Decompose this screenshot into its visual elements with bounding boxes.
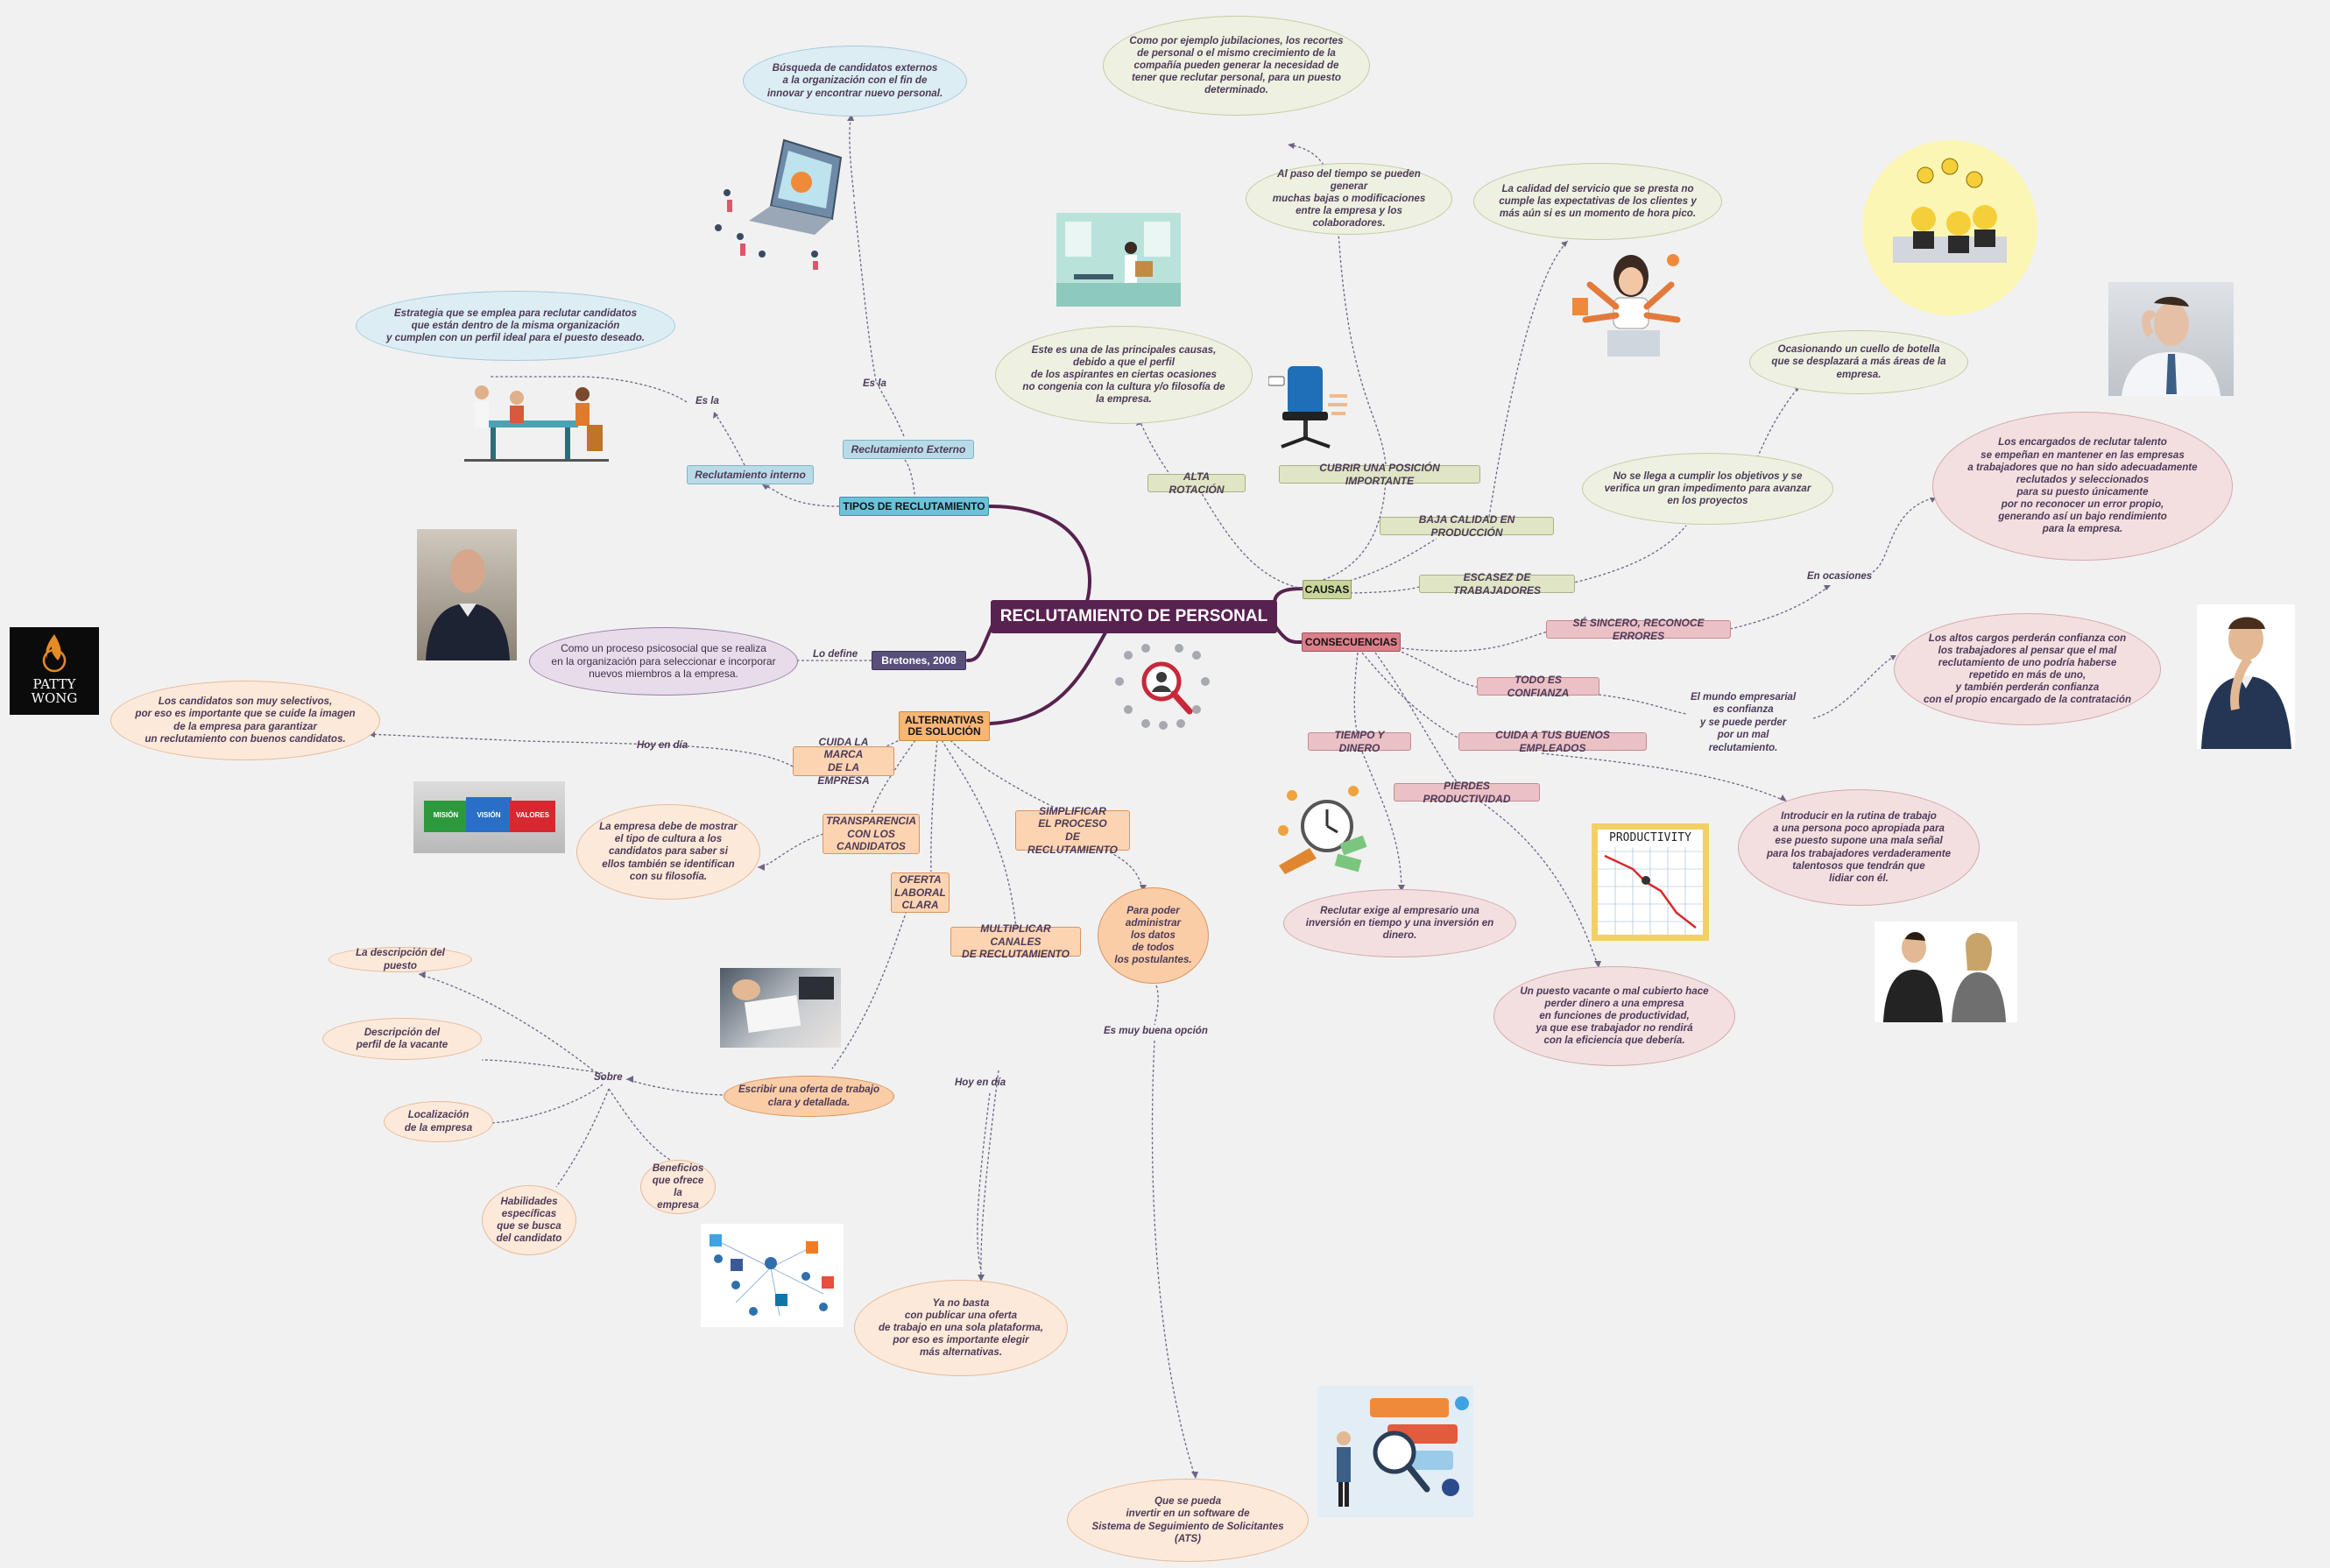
note-sincero: Los encargados de reclutar talento se em… bbox=[1932, 412, 2233, 561]
note-cuida-marca: Los candidatos son muy selectivos, por e… bbox=[110, 681, 380, 760]
category-bretones[interactable]: Bretones, 2008 bbox=[872, 651, 966, 670]
label-hoy-en-dia-2: Hoy en día bbox=[955, 1077, 1006, 1088]
note-tiempo: Reclutar exige al empresario una inversi… bbox=[1283, 889, 1516, 957]
note-sobre-2: Descripción del perfil de la vacante bbox=[322, 1018, 482, 1060]
central-topic[interactable]: RECLUTAMIENTO DE PERSONAL bbox=[991, 600, 1277, 633]
topic-escasez[interactable]: ESCASEZ DE TRABAJADORES bbox=[1419, 571, 1575, 597]
note-pierdes: Un puesto vacante o mal cubierto hace pe… bbox=[1493, 966, 1735, 1066]
productivity-chart-image: PRODUCTIVITY bbox=[1592, 823, 1709, 941]
note-confianza: Los altos cargos perderán confianza con … bbox=[1894, 613, 2161, 725]
note-escasez: No se llega a cumplir los objetivos y se… bbox=[1582, 453, 1833, 525]
brand-logo: PATTY WONG bbox=[10, 627, 99, 715]
office-team-image bbox=[1056, 213, 1181, 307]
branch-consecuencias bbox=[1274, 625, 1307, 645]
label-confianza-mid: El mundo empresarial es confianza y se p… bbox=[1691, 692, 1797, 753]
note-interno: Estrategia que se emplea para reclutar c… bbox=[356, 291, 675, 361]
thinking-man-photo bbox=[2197, 604, 2295, 749]
label-sobre: Sobre bbox=[594, 1072, 623, 1083]
puzzle-label-mision: MISIÓN bbox=[433, 811, 459, 819]
category-alternativas[interactable]: ALTERNATIVAS DE SOLUCIÓN bbox=[899, 711, 990, 741]
note-alta-rotacion: Este es una de las principales causas, d… bbox=[995, 326, 1253, 424]
multitasking-illustration bbox=[1568, 250, 1695, 362]
label-hoy-en-dia-1: Hoy en día bbox=[637, 740, 688, 751]
portrait-photo bbox=[417, 529, 517, 660]
note-externo: Búsqueda de candidatos externos a la org… bbox=[743, 46, 967, 117]
topic-se-sincero[interactable]: SÉ SINCERO, RECONOCE ERRORES bbox=[1546, 617, 1731, 642]
label-buena-opcion: Es muy buena opción bbox=[1104, 1026, 1208, 1036]
productivity-chart-title: PRODUCTIVITY bbox=[1609, 831, 1691, 844]
puzzle-label-valores: VALORES bbox=[515, 811, 550, 819]
category-causas[interactable]: CAUSAS bbox=[1303, 580, 1352, 599]
topic-todo-confianza[interactable]: TODO ES CONFIANZA bbox=[1477, 674, 1599, 699]
note-sobre-4: Habilidades específicas que se busca del… bbox=[482, 1185, 576, 1255]
social-network-illustration bbox=[701, 1224, 844, 1327]
note-definicion: Como un proceso psicosocial que se reali… bbox=[529, 627, 798, 696]
category-consecuencias[interactable]: CONSECUENCIAS bbox=[1302, 632, 1401, 652]
note-cuida: Introducir en la rutina de trabajo a una… bbox=[1738, 789, 1980, 906]
label-lo-define: Lo define bbox=[813, 649, 858, 660]
topic-reclutamiento-externo[interactable]: Reclutamiento Externo bbox=[843, 440, 974, 459]
topic-cuida-marca[interactable]: CUIDA LA MARCA DE LA EMPRESA bbox=[793, 736, 894, 787]
topic-alta-rotacion[interactable]: ALTA ROTACIÓN bbox=[1147, 470, 1246, 496]
note-cubrir-1: Al paso del tiempo se pueden generar muc… bbox=[1246, 163, 1452, 235]
note-cubrir-2: Como por ejemplo jubilaciones, los recor… bbox=[1103, 16, 1370, 116]
topic-pierdes-productividad[interactable]: PIERDES PRODUCTIVIDAD bbox=[1394, 780, 1540, 805]
people-search-icon bbox=[1111, 638, 1214, 736]
note-simplificar: Para poder administrar los datos de todo… bbox=[1098, 887, 1209, 984]
topic-transparencia[interactable]: TRANSPARENCIA CON LOS CANDIDATOS bbox=[823, 814, 920, 854]
topic-multiplicar-canales[interactable]: MULTIPLICAR CANALES DE RECLUTAMIENTO bbox=[950, 922, 1081, 960]
stress-meeting-illustration bbox=[1862, 140, 2037, 315]
arguing-people-photo bbox=[1875, 922, 2017, 1022]
note-escasez-2: Ocasionando un cuello de botella que se … bbox=[1749, 330, 1968, 394]
interview-illustration bbox=[464, 377, 609, 463]
topic-reclutamiento-interno[interactable]: Reclutamiento interno bbox=[687, 465, 814, 484]
label-es-la-interno: Es la bbox=[695, 396, 719, 406]
branch-tipos bbox=[988, 505, 1091, 606]
note-sobre-5: Beneficios que ofrece la empresa bbox=[640, 1160, 716, 1214]
note-sobre-1: La descripción del puesto bbox=[328, 947, 472, 972]
category-tipos[interactable]: TIPOS DE RECLUTAMIENTO bbox=[839, 497, 989, 516]
note-sobre-3: Localización de la empresa bbox=[384, 1101, 493, 1142]
ats-software-illustration bbox=[1317, 1386, 1473, 1517]
branch-causas bbox=[1273, 587, 1304, 611]
note-baja-calidad: La calidad del servicio que se presta no… bbox=[1473, 163, 1722, 240]
office-chair-illustration bbox=[1268, 359, 1352, 456]
topic-oferta-clara[interactable]: OFERTA LABORAL CLARA bbox=[891, 872, 950, 913]
note-transparencia: La empresa debe de mostrar el tipo de cu… bbox=[576, 804, 760, 900]
mission-vision-values-puzzle: MISIÓN VISIÓN VALORES bbox=[413, 781, 565, 853]
note-ats: Que se pueda invertir en un software de … bbox=[1067, 1479, 1309, 1562]
topic-cuida-empleados[interactable]: CUIDA A TUS BUENOS EMPLEADOS bbox=[1458, 729, 1647, 754]
topic-tiempo-dinero[interactable]: TIEMPO Y DINERO bbox=[1308, 729, 1411, 754]
note-oferta: Escribir una oferta de trabajo clara y d… bbox=[724, 1076, 894, 1117]
topic-baja-calidad[interactable]: BAJA CALIDAD EN PRODUCCIÓN bbox=[1380, 513, 1554, 539]
topic-simplificar[interactable]: SIMPLIFICAR EL PROCESO DE RECLUTAMIENTO bbox=[1015, 805, 1130, 856]
stressed-man-photo bbox=[2108, 282, 2234, 396]
branch-alternativas bbox=[988, 626, 1110, 725]
puzzle-label-vision: VISIÓN bbox=[477, 811, 501, 819]
laptop-illustration bbox=[701, 123, 867, 272]
note-canales: Ya no basta con publicar una oferta de t… bbox=[854, 1280, 1068, 1376]
writing-desk-photo bbox=[720, 968, 841, 1048]
label-es-la-externo: Es la bbox=[863, 378, 886, 389]
time-money-illustration bbox=[1274, 778, 1369, 876]
label-en-ocasiones: En ocasiones bbox=[1807, 571, 1873, 582]
flame-icon bbox=[42, 634, 67, 673]
topic-cubrir-posicion[interactable]: CUBRIR UNA POSICIÓN IMPORTANTE bbox=[1279, 462, 1480, 487]
